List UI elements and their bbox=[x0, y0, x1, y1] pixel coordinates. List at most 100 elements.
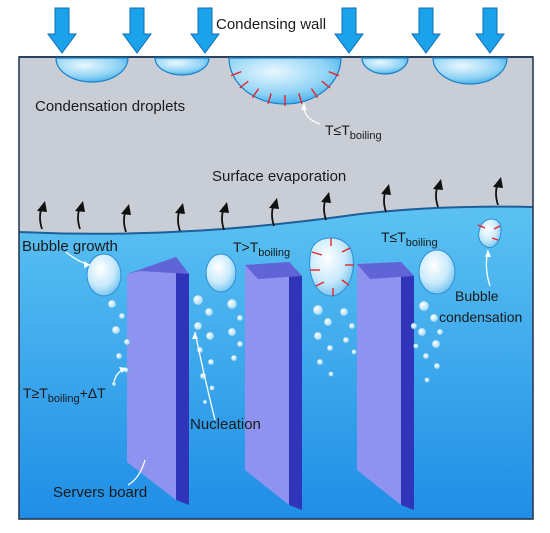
heat-mark bbox=[491, 237, 499, 241]
bubble bbox=[205, 253, 237, 293]
heat-mark bbox=[321, 80, 331, 89]
evaporation-arrows bbox=[37, 177, 503, 233]
heat-mark bbox=[239, 80, 249, 89]
pointer-nucleation bbox=[194, 331, 216, 421]
small-bubble bbox=[431, 339, 441, 349]
evaporation-arrow-icon bbox=[121, 204, 131, 233]
vapor-bubbles bbox=[86, 218, 502, 297]
heat-mark bbox=[310, 88, 319, 99]
small-bubble bbox=[209, 385, 215, 391]
servers-board-label: Servers board bbox=[53, 484, 147, 501]
droplet bbox=[154, 57, 210, 76]
droplet-heat-marks bbox=[230, 70, 340, 106]
small-bubble bbox=[115, 352, 123, 360]
bubble-condensation-label-line2: condensation bbox=[439, 309, 522, 325]
small-bubble bbox=[202, 399, 208, 405]
small-bubble bbox=[204, 307, 214, 317]
condensation-droplets bbox=[55, 57, 508, 105]
surface-evaporation-label: Surface evaporation bbox=[212, 168, 346, 185]
droplet-temperature-label: T≤Tboiling bbox=[325, 122, 382, 142]
heat-mark bbox=[298, 93, 303, 105]
heat-mark bbox=[315, 281, 325, 287]
small-bubble bbox=[236, 314, 244, 322]
heat-mark bbox=[311, 251, 323, 256]
evaporation-arrow-icon bbox=[493, 177, 503, 206]
down-arrow-icon bbox=[411, 7, 441, 54]
small-bubble bbox=[436, 328, 444, 336]
heat-mark bbox=[341, 279, 350, 286]
rising-small-bubbles bbox=[107, 294, 444, 405]
callout-arrowheads bbox=[84, 103, 491, 373]
small-bubble bbox=[422, 352, 430, 360]
small-bubble bbox=[205, 331, 215, 341]
heat-mark bbox=[328, 70, 340, 77]
small-bubble bbox=[193, 321, 203, 331]
small-bubble bbox=[424, 377, 430, 383]
nucleation-label: Nucleation bbox=[190, 416, 261, 433]
small-bubble bbox=[326, 344, 334, 352]
small-bubble bbox=[312, 304, 324, 316]
small-bubble bbox=[111, 325, 121, 335]
bubble bbox=[418, 249, 456, 295]
small-bubble bbox=[413, 343, 419, 349]
nucleation-temperature-label: T≥Tboiling+ΔT bbox=[23, 385, 106, 405]
heat-mark bbox=[251, 88, 260, 99]
droplet bbox=[55, 57, 129, 83]
small-bubble bbox=[316, 358, 324, 366]
server-boards bbox=[127, 257, 414, 510]
server-board bbox=[245, 262, 302, 510]
down-arrow-icon bbox=[190, 7, 220, 54]
heat-mark bbox=[230, 70, 242, 77]
down-arrow-icon bbox=[475, 7, 505, 54]
heat-mark bbox=[493, 225, 501, 230]
down-arrow-icon bbox=[122, 7, 152, 54]
heat-mark bbox=[267, 93, 272, 105]
down-arrow-icon bbox=[334, 7, 364, 54]
small-bubble bbox=[417, 327, 427, 337]
evaporation-arrow-icon bbox=[175, 203, 185, 232]
droplet bbox=[432, 57, 508, 85]
evaporation-arrow-icon bbox=[269, 198, 279, 227]
evaporation-arrow-icon bbox=[321, 192, 331, 221]
small-bubble bbox=[236, 340, 244, 348]
small-bubble bbox=[410, 322, 418, 330]
heat-mark bbox=[341, 247, 351, 253]
small-bubble bbox=[323, 317, 333, 327]
small-bubble bbox=[313, 331, 323, 341]
small-bubble bbox=[418, 300, 430, 312]
evaporation-arrow-icon bbox=[219, 202, 229, 231]
down-arrow-icon bbox=[47, 7, 77, 54]
heat-mark bbox=[477, 224, 486, 229]
small-bubble bbox=[111, 381, 117, 387]
small-bubble bbox=[118, 312, 126, 320]
bubble-condensing bbox=[478, 218, 502, 249]
evaporation-arrow-icon bbox=[37, 201, 47, 230]
small-bubble bbox=[429, 313, 439, 323]
small-bubble bbox=[207, 358, 215, 366]
bubble-heat-marks bbox=[310, 224, 501, 296]
droplet bbox=[361, 57, 409, 75]
small-bubble bbox=[123, 338, 131, 346]
small-bubble bbox=[348, 322, 356, 330]
small-bubble bbox=[230, 354, 238, 362]
evaporation-arrow-icon bbox=[433, 179, 443, 208]
bubble-growth-label: Bubble growth bbox=[22, 238, 118, 255]
droplet bbox=[228, 57, 342, 105]
small-bubble bbox=[351, 349, 357, 355]
pointer-servers-board bbox=[127, 459, 146, 486]
server-board bbox=[127, 257, 189, 505]
small-bubble bbox=[433, 362, 441, 370]
condensing-wall-arrows bbox=[47, 7, 505, 54]
liquid-surface-line bbox=[18, 205, 534, 235]
bubble-superheat-label: T>Tboiling bbox=[233, 239, 290, 259]
server-board bbox=[357, 262, 414, 510]
condensation-droplets-label: Condensation droplets bbox=[35, 98, 185, 115]
small-bubble bbox=[342, 336, 350, 344]
evaporation-arrow-icon bbox=[381, 184, 391, 213]
small-bubble bbox=[107, 299, 117, 309]
evaporation-arrow-icon bbox=[75, 201, 85, 230]
bubble bbox=[86, 253, 122, 297]
bubble-condensation-label-line1: Bubble bbox=[455, 288, 499, 304]
condensing-wall-label: Condensing wall bbox=[216, 16, 326, 33]
